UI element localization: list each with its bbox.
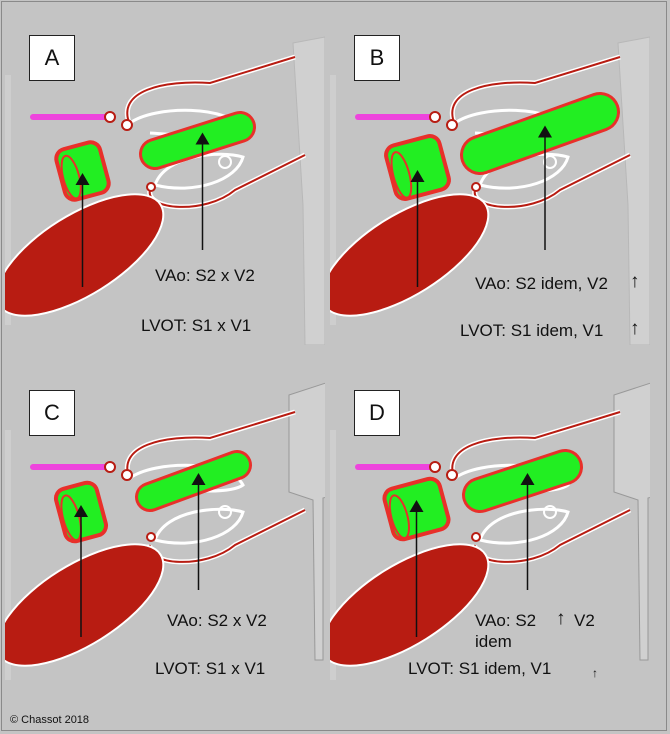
panel-c-lv-outflow-myocardium (5, 543, 165, 667)
panel-b-vao-arrow: ↑ (630, 271, 640, 292)
panel-d-lvot-arrow-head (409, 500, 424, 512)
panel-a-left-wall (5, 75, 11, 325)
panel-b-lvot-text: LVOT: S1 idem, V1 (460, 321, 604, 340)
panel-d-lvot-text: LVOT: S1 idem, V1 (408, 659, 552, 678)
panel-b-aortic-tube (463, 95, 617, 172)
panel-b-lvot-cylinder (384, 134, 451, 201)
panel-b-lvot-arrow: ↑ (630, 318, 640, 339)
panel-c-coronary-ostium (218, 505, 232, 519)
panel-d-left-wall (330, 430, 336, 680)
panel-c-aortic-tube (138, 453, 249, 509)
panel-c-aortic-cusp-lower (153, 507, 245, 545)
panel-b-left-wall (330, 75, 336, 325)
panel-b-lvot-cylinder-face (390, 151, 413, 199)
panel-c-left-wall (5, 430, 11, 680)
panel-b-hinge-dot-3 (471, 182, 481, 192)
panel-d-label: D (354, 390, 400, 436)
panel-c-lvot-text: LVOT: S1 x V1 (155, 659, 266, 678)
panel-b-hinge-dot-2 (446, 119, 458, 131)
panel-b-lvot-arrow-head (410, 170, 425, 182)
panel-d-vao-arrow: ↑ (556, 608, 566, 629)
panel-d-lvot-arrow: ↑ (592, 666, 598, 680)
panel-d-aorta-upper-wall (451, 411, 621, 481)
panel-b-vao-arrow-head (538, 125, 552, 138)
panel-d-aortic-tube (465, 452, 580, 510)
panel-c-vao-text: VAo: S2 x V2 (167, 611, 267, 630)
panel-b: B VAo: S2 idem, V2 ↑ LVOT: S1 idem, V1 ↑ (330, 5, 650, 345)
panel-a-vao-text: VAo: S2 x V2 (155, 266, 255, 285)
panel-d-aortic-cusp-lower (478, 507, 570, 545)
panel-b-vao-text: VAo: S2 idem, V2 (475, 274, 608, 293)
panel-a-lvot-cylinder-face (60, 154, 82, 200)
panel-c-lvot-arrow-head (74, 505, 88, 517)
panel-d-hinge-dot-2 (446, 469, 458, 481)
panel-a-right-wall (292, 36, 325, 345)
panel-d-diagram (330, 382, 650, 680)
panel-a: A VAo: S2 x V2 LVOT: S1 x V1 (5, 5, 325, 345)
panel-a-lvot-arrow-head (75, 173, 90, 185)
panel-b-label: B (354, 35, 400, 81)
panel-d-lv-outflow-myocardium (330, 543, 490, 667)
panel-a-lv-outflow-myocardium (5, 193, 165, 317)
panel-c-diagram (5, 382, 325, 680)
panel-a-hinge-dot-3 (146, 182, 156, 192)
panel-b-diagram (330, 36, 650, 345)
panel-a-hinge-dot-2 (121, 119, 133, 131)
panel-b-coronary-ostium (543, 155, 557, 169)
panel-d-hinge-dot-3 (471, 532, 481, 542)
panel-a-vao-arrow-head (195, 132, 210, 145)
panel-b-lv-outflow-myocardium (330, 193, 490, 317)
panel-c-right-wall (288, 382, 325, 661)
panel-a-aortic-tube (142, 114, 253, 167)
panel-d-hinge-dot-1 (429, 461, 441, 473)
panel-c-hinge-dot-3 (146, 532, 156, 542)
panel-d-vao-text-idem: idem (475, 632, 512, 651)
panel-a-aorta-upper-wall (126, 56, 296, 126)
panel-b-right-wall (617, 36, 650, 345)
copyright-text: © Chassot 2018 (10, 714, 90, 726)
panel-d-right-wall (613, 382, 650, 661)
panel-c: C VAo: S2 x V2 LVOT: S1 x V1 (5, 360, 325, 700)
panel-c-vao-arrow-head (191, 473, 206, 485)
panel-d-coronary-ostium (543, 505, 557, 519)
panel-a-diagram (5, 36, 325, 345)
panel-d-lvot-cylinder-face (388, 494, 411, 540)
panel-a-hinge-dot-1 (104, 111, 116, 123)
panel-d: D VAo: S2 ↑ V2 idem LVOT: S1 idem, V1 ↑ (330, 360, 650, 700)
panel-c-aorta-upper-wall (126, 411, 296, 481)
panel-a-label: A (29, 35, 75, 81)
panel-d-vao-text: VAo: S2 (475, 611, 537, 630)
panel-c-hinge-dot-2 (121, 469, 133, 481)
panel-d-vao-text-v2: V2 (574, 611, 595, 630)
panel-c-label: C (29, 390, 75, 436)
panel-b-hinge-dot-1 (429, 111, 441, 123)
panel-b-aorta-upper-wall (451, 56, 621, 126)
panel-d-vao-arrow-head (520, 473, 535, 485)
panel-a-coronary-ostium (218, 155, 232, 169)
panel-a-lvot-text: LVOT: S1 x V1 (141, 316, 252, 335)
panel-c-hinge-dot-1 (104, 461, 116, 473)
